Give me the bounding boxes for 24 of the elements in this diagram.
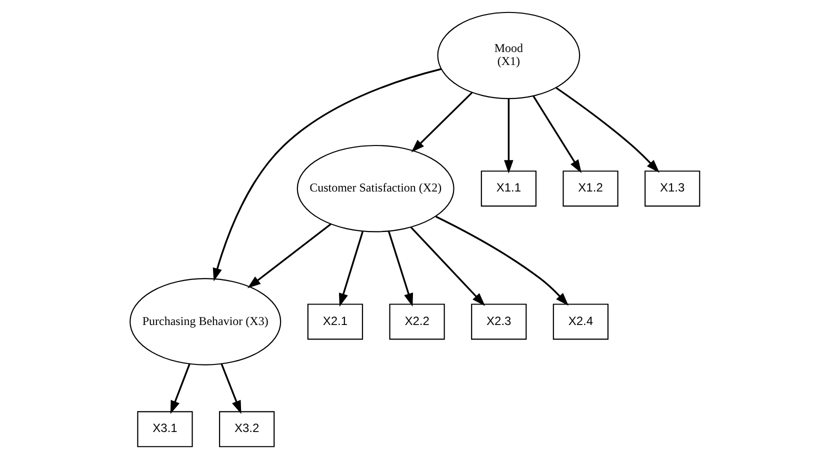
arrow — [212, 68, 442, 282]
node-ellipse: Mood (X1) — [437, 12, 580, 100]
node-box: X2.2 — [389, 304, 445, 340]
node-box: X3.1 — [137, 411, 193, 448]
node-box: X3.2 — [219, 411, 275, 448]
node-box: X1.2 — [562, 170, 618, 207]
arrow — [435, 216, 569, 306]
arrow — [556, 87, 660, 173]
arrow — [411, 92, 473, 152]
arrow — [247, 223, 332, 288]
arrow — [532, 96, 582, 174]
arrow — [410, 226, 486, 306]
node-box: X2.3 — [471, 304, 527, 340]
arrow — [388, 230, 414, 307]
arrow — [170, 364, 190, 414]
arrow — [504, 98, 514, 174]
node-box: X1.3 — [644, 170, 700, 207]
node-box: X2.1 — [307, 304, 364, 340]
node-box: X2.4 — [552, 304, 609, 340]
arrow — [338, 231, 364, 307]
node-ellipse: Customer Satisfaction (X2) — [296, 144, 454, 232]
node-ellipse: Purchasing Behavior (X3) — [130, 278, 282, 366]
arrow — [220, 363, 242, 414]
node-box: X1.1 — [480, 170, 537, 207]
